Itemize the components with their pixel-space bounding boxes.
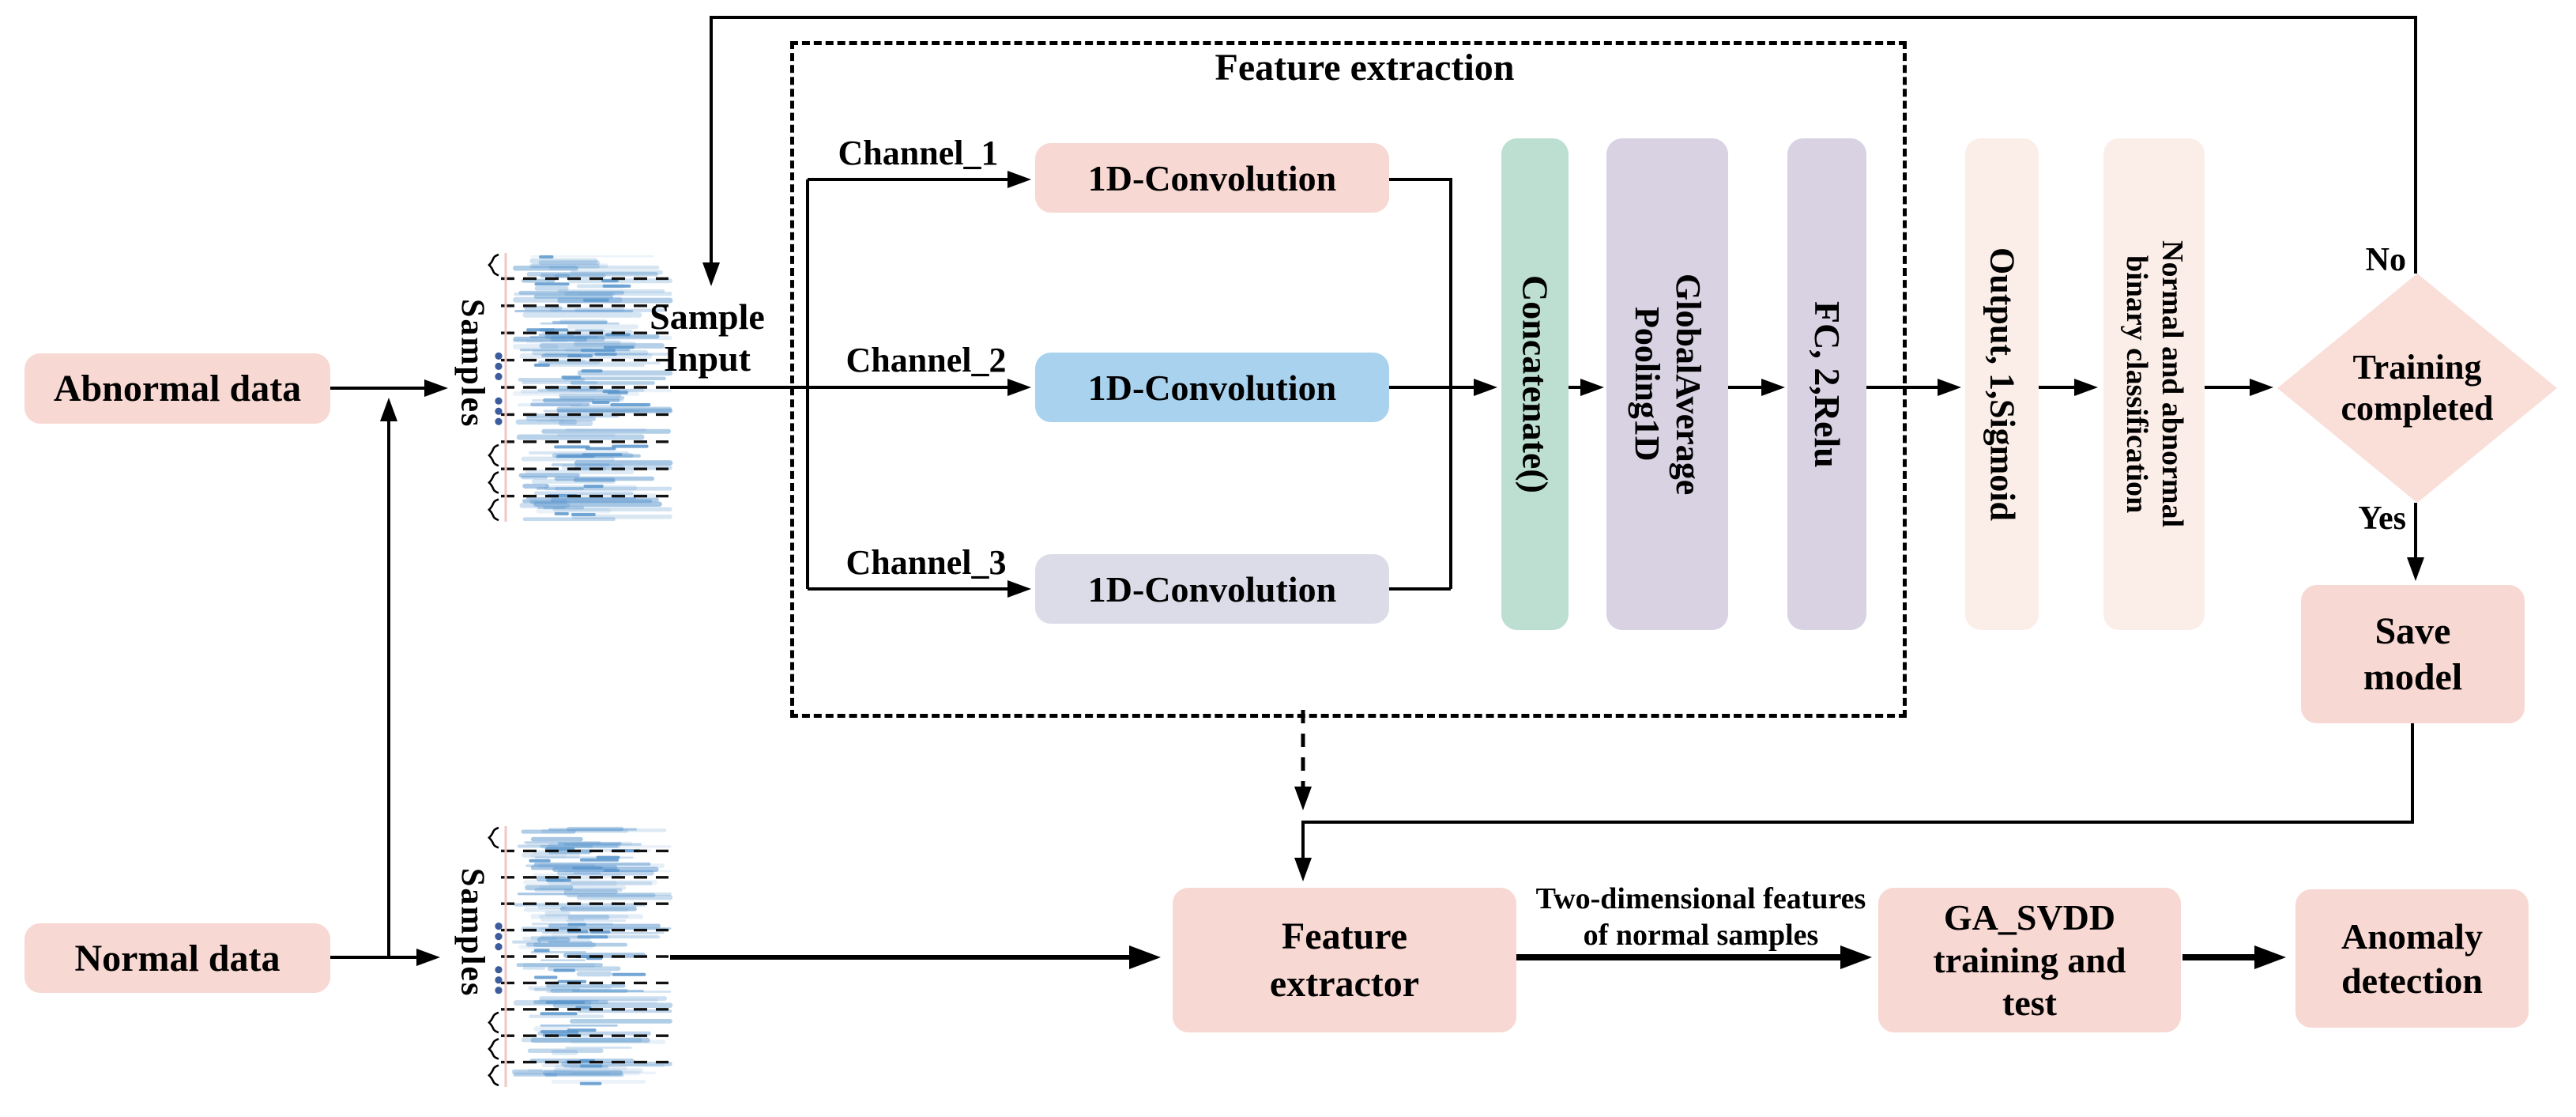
decision-no-label: No (2365, 242, 2406, 278)
concatenate-label: Concatenate() (1515, 275, 1556, 493)
anomaly-detection-box: Anomaly detection (2295, 889, 2529, 1028)
arrow-save-to-extractor (1294, 723, 2414, 881)
sample-input-label: Sample Input (650, 296, 765, 379)
conv1d-box-1: 1D-Convolution (1035, 143, 1389, 213)
output-sigmoid-box: Output, 1,Sigmoid (1965, 138, 2039, 630)
line-conv-merge (1389, 178, 1452, 591)
channel-2-label: Channel_2 (845, 341, 1007, 379)
global-average-pooling-box: GlobalAverage Pooling1D (1606, 138, 1728, 630)
fc-box: FC, 2,Relu (1787, 138, 1866, 630)
decision-diamond-label: Training completed (2341, 348, 2494, 428)
save-model-box: Save model (2301, 585, 2525, 723)
decision-diamond (2277, 274, 2557, 503)
samples-strip-top (488, 253, 673, 522)
decision-yes-label: Yes (2358, 500, 2406, 537)
binary-classification-box: Normal and abnormal binary classificatio… (2103, 138, 2205, 630)
binary-classification-label: Normal and abnormal binary classificatio… (2120, 240, 2189, 528)
fc-label: FC, 2,Relu (1807, 300, 1848, 468)
conv1d-box-3: 1D-Convolution (1035, 554, 1389, 624)
edge-label-two-dimensional: Two-dimensional features of normal sampl… (1535, 882, 1866, 952)
abnormal-data-box: Abnormal data (24, 353, 330, 424)
normal-data-box: Normal data (24, 923, 330, 993)
channel-1-label: Channel_1 (838, 134, 999, 172)
feature-extraction-title: Feature extraction (1215, 47, 1515, 89)
concatenate-box: Concatenate() (1501, 138, 1569, 630)
output-sigmoid-label: Output, 1,Sigmoid (1983, 247, 2022, 521)
conv1d-box-2: 1D-Convolution (1035, 353, 1389, 422)
feature-extractor-box: Feature extractor (1173, 888, 1516, 1032)
samples-label-top: Samples (454, 299, 491, 428)
ga-svdd-box: GA_SVDD training and test (1878, 888, 2181, 1032)
channel-3-label: Channel_3 (845, 543, 1007, 582)
samples-label-bottom: Samples (454, 868, 491, 998)
feature-extraction-container (790, 41, 1907, 718)
samples-strip-bottom (488, 826, 673, 1087)
global-average-pooling-label: GlobalAverage Pooling1D (1628, 273, 1708, 496)
arrow-no-feedback (702, 16, 2417, 286)
